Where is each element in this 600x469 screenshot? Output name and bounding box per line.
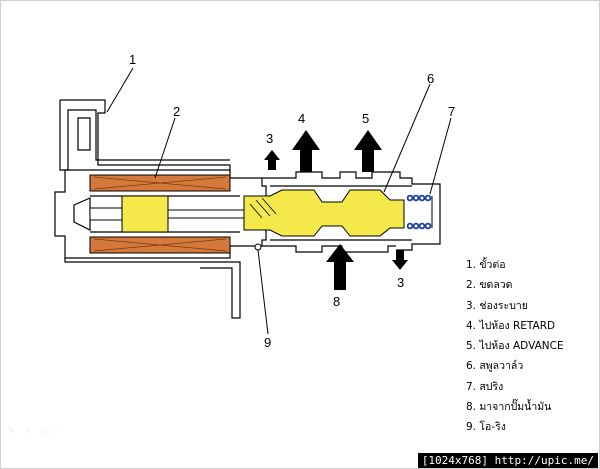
spool-hatch [249, 197, 277, 219]
callout-1: 1 [129, 52, 137, 67]
retard-arrow-up [292, 130, 320, 172]
connector-pin [77, 117, 91, 151]
plunger-shaft [89, 207, 123, 221]
leader-7 [429, 117, 452, 195]
callout-8: 8 [333, 294, 341, 309]
valve-sleeve-inner [270, 185, 412, 241]
callout-4: 4 [298, 111, 306, 126]
legend-item-3: 3. ช่องระบาย [466, 299, 528, 312]
exhaust-arrow-down-right [392, 250, 408, 270]
coil-upper [89, 174, 231, 192]
pushrod [167, 209, 245, 219]
exhaust-arrow-up-left [264, 150, 280, 170]
callout-6: 6 [427, 71, 435, 86]
valve-sleeve-bottom [262, 245, 396, 253]
o-ring [254, 243, 262, 251]
legend-item-4: 4. ไปห้อง RETARD [466, 319, 556, 332]
callout-3-top: 3 [266, 131, 274, 146]
valve-sleeve-top [262, 171, 441, 251]
leader-6 [383, 83, 431, 193]
upload-watermark: [1024x768] http://upic.me/ [417, 453, 598, 468]
callout-5: 5 [362, 111, 370, 126]
advance-arrow-up [354, 130, 382, 172]
callout-3-bottom: 3 [397, 275, 405, 290]
leader-9 [257, 249, 269, 335]
spring [406, 194, 433, 230]
leader-1 [106, 67, 134, 113]
plunger [121, 195, 169, 233]
legend-item-1: 1. ขั้วต่อ [466, 259, 506, 271]
legend-item-8: 8. มาจากปั๊มน้ำมัน [466, 401, 552, 414]
coil-lower [89, 236, 231, 254]
callout-2: 2 [173, 104, 181, 119]
pump-arrow-up [326, 244, 354, 290]
spool-valve [243, 189, 405, 237]
plunger-rod [73, 197, 91, 231]
connector-housing-inner [59, 100, 230, 171]
connector-housing [60, 99, 231, 172]
mounting-bracket [64, 258, 241, 319]
legend-item-2: 2. ขดลวด [466, 279, 513, 292]
legend-item-5: 5. ไปห้อง ADVANCE [466, 340, 564, 353]
callout-7: 7 [448, 104, 456, 119]
legend: 1. ขั้วต่อ 2. ขดลวด 3. ช่องระบาย 4. ไปห้… [466, 255, 564, 438]
legend-item-6: 6. สพูลวาล์ว [466, 360, 524, 373]
legend-item-7: 7. สปริง [466, 380, 504, 393]
legend-item-9: 9. โอ-ริง [466, 421, 506, 434]
faint-viewer-icons: ✎ ✓ ▭ ◦ [8, 427, 67, 437]
leader-2 [154, 117, 176, 179]
callout-9: 9 [264, 335, 272, 350]
